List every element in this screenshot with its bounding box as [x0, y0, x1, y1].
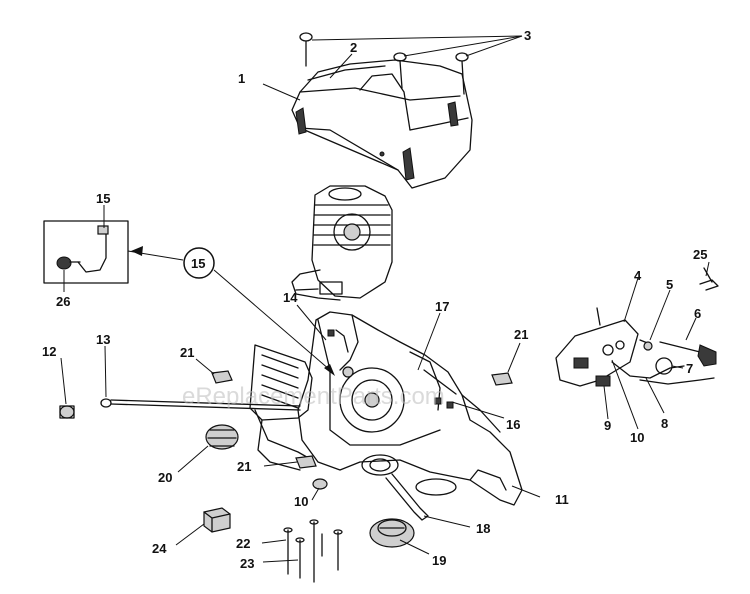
- label-11: 11: [555, 492, 569, 507]
- label-3: 3: [524, 28, 531, 43]
- label-10-right: 10: [630, 430, 644, 445]
- bolts-22-23: [283, 519, 343, 583]
- leader-lines: [60, 35, 710, 563]
- side-plate: [249, 344, 313, 471]
- label-9: 9: [604, 418, 611, 433]
- watermark: eReplacementParts.com: [182, 383, 445, 410]
- part-labels: 1 2 3 15 26 15 14 17 21 21 12 13 16 20 2…: [42, 28, 707, 571]
- label-13: 13: [96, 332, 110, 347]
- cover-screws: [299, 32, 469, 95]
- label-21-right: 21: [514, 327, 528, 342]
- label-17: 17: [435, 299, 449, 314]
- label-15-inset: 15: [96, 191, 110, 206]
- label-18: 18: [476, 521, 490, 536]
- inset-box: [43, 220, 129, 284]
- label-10-bottom: 10: [294, 494, 308, 509]
- arrows: [131, 246, 335, 376]
- label-1: 1: [238, 71, 245, 86]
- label-4: 4: [634, 268, 642, 283]
- top-cover: [291, 59, 473, 189]
- label-21-bottom: 21: [237, 459, 251, 474]
- label-23: 23: [240, 556, 254, 571]
- cylinder: [291, 185, 393, 301]
- label-26: 26: [56, 294, 70, 309]
- label-12: 12: [42, 344, 56, 359]
- label-7: 7: [686, 361, 693, 376]
- fuel-line-13: [100, 398, 301, 411]
- label-16: 16: [506, 417, 520, 432]
- filter-block-24: [203, 507, 231, 533]
- label-21-left: 21: [180, 345, 194, 360]
- label-20: 20: [158, 470, 172, 485]
- label-25: 25: [693, 247, 707, 262]
- bushing-10: [312, 478, 328, 490]
- clips-21: [211, 370, 513, 469]
- label-19: 19: [432, 553, 446, 568]
- label-15-callout: 15: [191, 256, 205, 271]
- callout-circle-15: [183, 247, 215, 279]
- label-5: 5: [666, 277, 673, 292]
- label-6: 6: [694, 306, 701, 321]
- label-8: 8: [661, 416, 668, 431]
- crankcase-housing: [297, 311, 523, 506]
- air-filter-element: [205, 424, 239, 450]
- label-22: 22: [236, 536, 250, 551]
- label-2: 2: [350, 40, 357, 55]
- wire-clip: [699, 267, 719, 291]
- switch-panel: [555, 307, 717, 387]
- label-14: 14: [283, 290, 298, 305]
- fuel-cap-assembly: [361, 454, 429, 548]
- label-24: 24: [152, 541, 167, 556]
- grommet-12: [59, 405, 75, 419]
